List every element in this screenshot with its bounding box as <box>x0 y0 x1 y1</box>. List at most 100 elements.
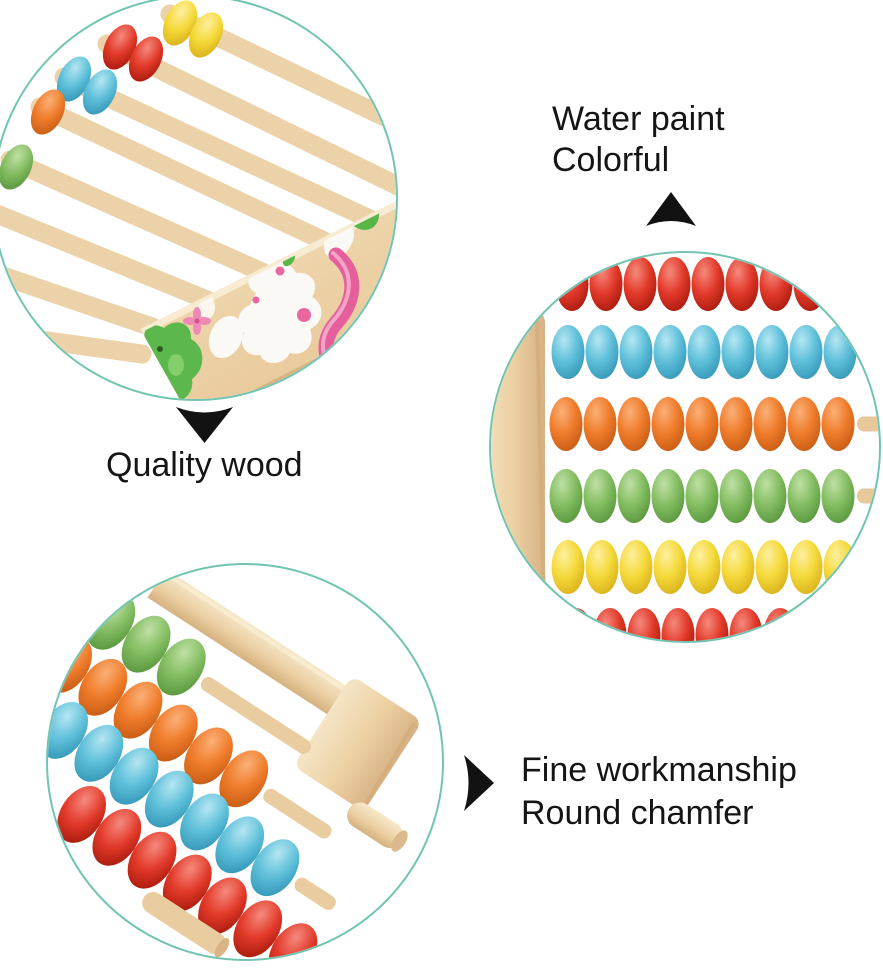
bead <box>156 638 206 696</box>
bead <box>184 727 233 785</box>
bead <box>250 839 300 897</box>
bead <box>102 24 138 70</box>
bead-row-red <box>57 786 353 959</box>
bead <box>653 325 687 379</box>
bead <box>127 831 177 889</box>
bead-row-yellow <box>551 540 879 594</box>
bottom-rod-end <box>142 891 230 958</box>
unicorn-print <box>238 262 322 364</box>
caption-quality-wood: Quality wood <box>106 445 303 486</box>
bead <box>687 540 721 594</box>
bead <box>162 854 212 912</box>
bead-row-cyan <box>551 325 879 379</box>
bead <box>551 325 585 379</box>
bead <box>753 469 787 523</box>
bead <box>687 325 721 379</box>
bead <box>657 257 691 311</box>
bead <box>787 397 821 451</box>
bead <box>691 257 725 311</box>
bead-row-cyan <box>48 702 336 910</box>
bead <box>685 469 719 523</box>
bead <box>787 469 821 523</box>
bead <box>793 257 827 311</box>
bead <box>661 608 695 641</box>
bead <box>821 469 855 523</box>
bead <box>617 469 651 523</box>
bead <box>721 540 755 594</box>
caption-line: Round chamfer <box>521 794 754 832</box>
bead <box>827 257 861 311</box>
bead <box>593 608 627 641</box>
bead <box>549 469 583 523</box>
bead <box>789 540 823 594</box>
rod-end-stub <box>347 802 408 852</box>
bead <box>589 257 623 311</box>
bead <box>759 257 793 311</box>
arrow-up-icon <box>646 192 696 226</box>
bead <box>627 608 661 641</box>
caption-line: Water paint <box>552 100 725 138</box>
bead <box>725 257 759 311</box>
caption-water-paint: Water paint Colorful <box>552 99 725 181</box>
bead <box>113 681 163 739</box>
bead-row-red <box>555 257 861 311</box>
bead <box>51 570 101 627</box>
bead <box>585 540 619 594</box>
bead-cluster <box>0 0 224 190</box>
bead <box>823 325 857 379</box>
bead <box>719 397 753 451</box>
bead <box>729 608 763 641</box>
wood-post <box>491 307 547 641</box>
bead <box>148 704 198 762</box>
bead <box>651 397 685 451</box>
bead-rows <box>549 257 879 641</box>
bead <box>0 144 34 190</box>
bead <box>831 608 865 641</box>
bead <box>30 89 66 135</box>
bead <box>555 257 589 311</box>
bead <box>56 56 92 102</box>
bead <box>651 469 685 523</box>
bead <box>188 12 224 58</box>
bead <box>233 900 283 958</box>
bead <box>755 325 789 379</box>
arrow-down-icon <box>176 407 233 443</box>
bead-row-green <box>549 469 879 523</box>
bead <box>797 608 831 641</box>
workmanship-photo-circle <box>46 563 444 961</box>
bead <box>583 397 617 451</box>
bead <box>82 69 118 115</box>
bead <box>268 923 318 959</box>
bead <box>653 540 687 594</box>
bead <box>583 469 617 523</box>
bead <box>619 325 653 379</box>
wood-rail-and-block <box>147 569 419 852</box>
bead <box>789 325 823 379</box>
bead <box>57 786 107 843</box>
bead <box>198 877 247 935</box>
bead-row-red <box>559 608 865 641</box>
bead <box>559 608 593 641</box>
bead <box>128 36 164 82</box>
bead <box>617 397 651 451</box>
bead <box>719 469 753 523</box>
bead-rows-photo <box>491 257 879 641</box>
bead <box>109 747 159 805</box>
bead <box>623 257 657 311</box>
beam-paint-print <box>142 202 380 399</box>
caption-line: Quality wood <box>106 446 303 484</box>
bead <box>162 0 198 46</box>
bead <box>121 615 171 673</box>
caption-line: Colorful <box>552 141 670 179</box>
abacus-frame-corner-photo <box>0 0 396 399</box>
bead <box>180 793 229 851</box>
bead <box>721 325 755 379</box>
bead <box>74 724 124 782</box>
bead-row-orange <box>549 397 879 451</box>
caption-line: Fine workmanship <box>521 751 797 789</box>
bead <box>753 397 787 451</box>
arrow-right-icon <box>464 755 494 811</box>
bead <box>695 608 729 641</box>
colorful-beads-photo-circle <box>489 251 881 643</box>
quality-wood-photo-circle <box>0 0 398 401</box>
